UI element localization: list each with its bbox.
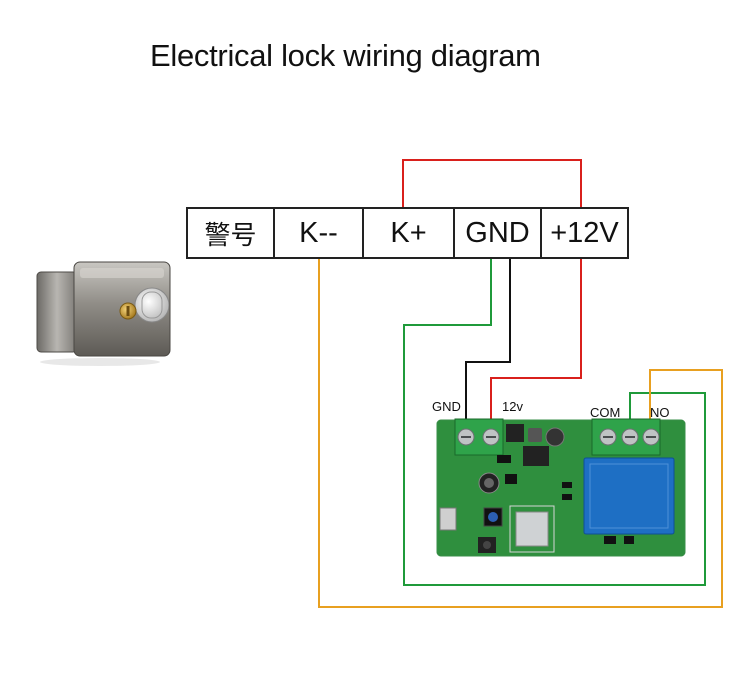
terminal-block: 警号 K-- K+ GND +12V [186,207,629,259]
terminal-cell-alarm: 警号 [188,209,275,257]
terminal-cell-gnd: GND [455,209,542,257]
orange-wire-k-minus-to-no [318,259,723,608]
module-label-no: NO [650,405,670,420]
terminal-cell-12v: +12V [550,216,619,249]
red-wire-12v-to-module [490,259,582,430]
module-label-com: COM [590,405,621,420]
green-wire-gnd-to-com [403,259,706,586]
wifi-relay-module-image [436,418,686,557]
diagram-title: Electrical lock wiring diagram [150,38,541,73]
terminal-cell-k-plus: K+ [364,209,455,257]
module-label-12v: 12v [502,399,523,414]
module-label-gnd: GND [432,399,461,414]
black-wire-gnd-to-module [465,259,511,430]
red-wire-k-plus-to-12v [402,159,582,207]
terminal-cell-k-minus: K-- [275,209,364,257]
